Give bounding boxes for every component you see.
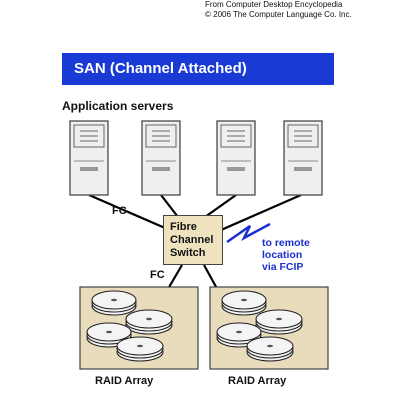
credit-line-1: From Computer Desktop Encyclopedia xyxy=(205,0,343,9)
remote-label-line-2: location xyxy=(262,249,303,261)
servers-label: Application servers xyxy=(62,99,174,113)
server-icon-3 xyxy=(216,120,256,196)
remote-label-line-1: to remote xyxy=(262,237,310,249)
switch-label-line-3: Switch xyxy=(170,247,206,259)
switch-label-line-1: Fibre xyxy=(170,221,197,233)
fc-label-top: FC xyxy=(112,205,127,217)
raid-array-right-icon xyxy=(209,286,329,370)
link-server-4 xyxy=(220,193,302,232)
title-banner: SAN (Channel Attached) xyxy=(62,53,334,85)
link-server-2 xyxy=(160,194,179,218)
link-server-1 xyxy=(88,193,166,230)
remote-label-line-3: via FCIP xyxy=(262,261,304,273)
raid-label-left: RAID Array xyxy=(95,375,154,387)
switch-label-line-2: Channel xyxy=(170,234,214,246)
server-group xyxy=(69,120,323,196)
raid-label-right: RAID Array xyxy=(228,375,287,387)
fibre-channel-switch: Fibre Channel Switch xyxy=(163,215,223,265)
server-icon-2 xyxy=(141,120,181,196)
fcip-bolt-icon xyxy=(226,222,271,244)
credit-line-2: © 2006 The Computer Language Co. Inc. xyxy=(205,10,352,19)
server-icon-4 xyxy=(283,120,323,196)
server-icon-1 xyxy=(69,120,109,196)
raid-array-left-icon xyxy=(79,286,199,370)
link-server-3 xyxy=(204,194,237,218)
fc-label-bottom: FC xyxy=(150,269,165,281)
banner-title: SAN (Channel Attached) xyxy=(74,60,247,77)
